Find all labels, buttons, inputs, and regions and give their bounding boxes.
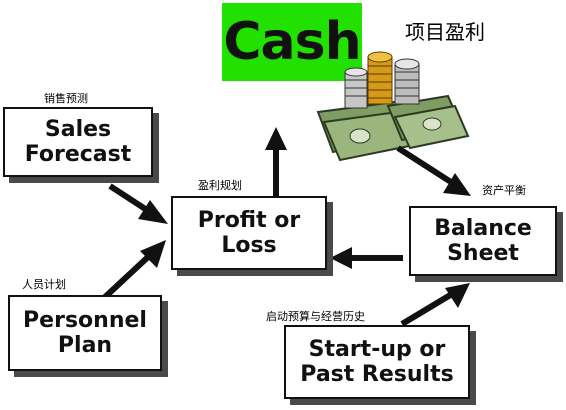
startup-caption: 启动预算与经营历史 [266,310,365,323]
cash-caption: 项目盈利 [405,20,485,44]
profit-caption: 盈利规划 [198,179,242,192]
startup-line1: Start-up or [308,336,446,362]
arrow-money-to-balance [396,145,471,196]
startup-results-box: Start-up or Past Results [284,325,470,399]
balance-line2: Sheet [447,241,519,266]
sales-forecast-box: Sales Forecast [3,107,153,177]
arrow-personnel-to-profit [101,240,166,301]
arrow-startup-to-balance [400,283,470,327]
cash-title: Cash [222,3,362,81]
arrow-balance-to-profit [330,247,403,269]
personnel-line1: Personnel [23,307,147,333]
personnel-caption: 人员计划 [22,278,66,291]
profit-line1: Profit or [197,207,301,233]
personnel-plan-box: Personnel Plan [8,295,162,371]
profit-line2: Loss [221,233,277,258]
cash-label: Cash [223,12,361,72]
sales-caption: 销售预测 [44,92,88,105]
personnel-line2: Plan [57,333,113,358]
profit-loss-box: Profit or Loss [171,196,327,270]
sales-line2: Forecast [24,142,132,167]
banknotes-icon [316,94,470,162]
balance-sheet-box: Balance Sheet [409,206,557,276]
arrow-profit-to-cash [265,127,287,196]
startup-line2: Past Results [300,362,454,387]
balance-caption: 资产平衡 [482,184,526,197]
balance-line1: Balance [434,215,532,241]
sales-line1: Sales [44,116,112,142]
coins-icon [344,51,420,109]
arrow-sales-to-profit [108,183,168,224]
